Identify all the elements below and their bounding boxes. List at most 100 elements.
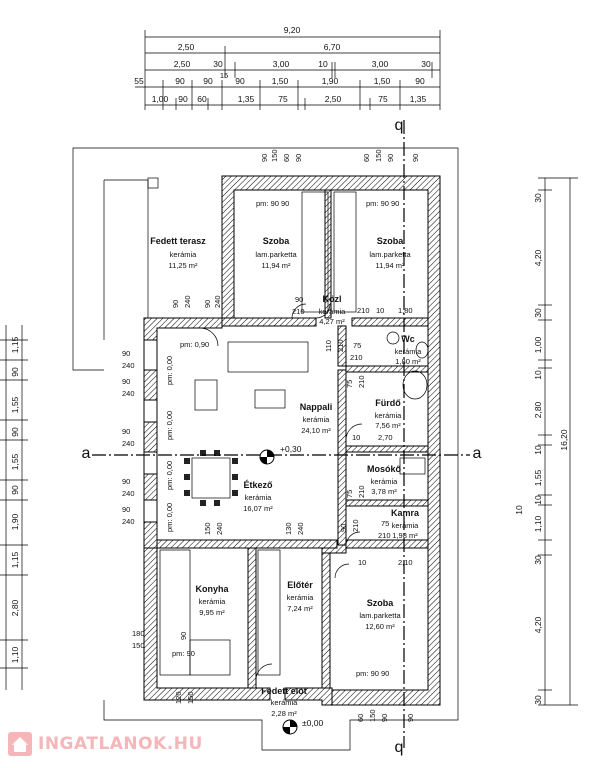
room-nappali-area: 24,10 m² [301, 426, 331, 435]
room-szoba-2-area: 11,94 m² [375, 261, 405, 270]
ann-top-1: 90 [260, 154, 269, 162]
room-konyha-area: 9,95 m² [199, 608, 225, 617]
ann-left-90-3: 90 [122, 427, 130, 436]
ann-pm-090: pm: 0,90 [180, 340, 209, 349]
dim-right-4: 1,00 [533, 336, 543, 353]
section-mark-a-left: a [82, 445, 91, 462]
ann-left-90-5: 90 [122, 505, 130, 514]
dim-top-5-3: 60 [197, 94, 207, 104]
dim-right-11: 30 [533, 555, 543, 565]
dim-top-2-1: 2,50 [178, 42, 195, 52]
ann-210-nappali: 210 [336, 339, 345, 352]
dim-right-10: 1,10 [533, 515, 543, 532]
dim-right-3: 30 [533, 308, 543, 318]
room-kamra-name: Kamra [391, 508, 420, 518]
ann-moso-75: 75 [345, 490, 354, 498]
dim-top-3-1: 2,50 [174, 59, 191, 69]
dim-right-13: 30 [533, 695, 543, 705]
ann-bot-150b: 150 [368, 709, 377, 722]
ann-terasz-3: 90 [203, 300, 212, 308]
watermark: INGATLANOK.HU [8, 731, 208, 757]
ann-bot-60: 60 [356, 714, 365, 722]
level-entry: ±0,00 [302, 718, 323, 728]
room-eloter-name: Előtér [287, 580, 313, 590]
room-szoba-1-name: Szoba [263, 236, 290, 246]
dim-top-5-4: 1,35 [238, 94, 255, 104]
dim-left-8: 1,15 [10, 551, 20, 568]
room-mosoko-name: Mosókő [367, 464, 402, 474]
dim-right-total: 16,20 [559, 429, 569, 451]
ann-top-8: 90 [411, 154, 420, 162]
ann-left-90-4: 90 [122, 477, 130, 486]
dim-total-width: 9,20 [284, 25, 301, 35]
ann-pm-szoba1: pm: 90 90 [256, 199, 289, 208]
ann-konyha-150: 150 [203, 522, 212, 535]
ann-bot-90b: 90 [406, 714, 415, 722]
room-szoba-2-name: Szoba [377, 236, 404, 246]
room-kozl-area: 4,27 m² [319, 317, 345, 326]
ann-szoba3-10: 10 [358, 558, 366, 567]
room-fedett-terasz-material: kerámia [170, 250, 198, 259]
dim-right-6: 2,80 [533, 401, 543, 418]
room-wc-area: 1,80 m² [395, 357, 421, 366]
dim-top-4-4: 90 [235, 76, 245, 86]
room-fedett-elot-area: 2,28 m² [271, 709, 297, 718]
room-wc-name: Wc [401, 334, 415, 344]
room-konyha-name: Konyha [195, 584, 229, 594]
ann-left-240-5: 240 [122, 517, 135, 526]
dim-top-5-6: 2,50 [325, 94, 342, 104]
room-etkezo-area: 16,07 m² [243, 504, 273, 513]
dim-left-9: 2,80 [10, 599, 20, 616]
ann-konyha-180: 180 [132, 629, 145, 638]
dim-left-1: 1,15 [10, 336, 20, 353]
ann-wc-210: 210 [350, 353, 363, 362]
dim-top-small: 15 [220, 71, 228, 80]
room-fedett-elot-material: kerámia [271, 698, 299, 707]
level-main: +0,30 [280, 444, 302, 454]
dim-top-5-1: 1,00 [152, 94, 169, 104]
room-labels: Fedett terasz kerámia 11,25 m² Szoba lam… [150, 236, 422, 718]
section-mark-q-bottom: q [395, 739, 404, 756]
dim-top-3-6: 30 [421, 59, 431, 69]
dim-top-4-7: 1,50 [374, 76, 391, 86]
ann-left-240-3: 240 [122, 439, 135, 448]
room-furdo-material: kerámia [375, 411, 403, 420]
dim-top-5-5: 75 [278, 94, 288, 104]
room-szoba-2-material: lam.parketta [369, 250, 411, 259]
ann-terasz-1: 90 [171, 300, 180, 308]
room-fedett-elot-name: Fedett előt [261, 686, 307, 696]
ann-180: 1,80 [398, 306, 413, 315]
ann-top-7: 90 [386, 154, 395, 162]
opening-annotations: 90 150 60 90 60 150 90 90 pm: 90 90 pm: … [122, 149, 420, 722]
dim-left-2: 90 [10, 367, 20, 377]
dim-top-4-2: 90 [175, 76, 185, 86]
level-markers: +0,30 ±0,00 [259, 444, 323, 735]
room-wc-material: kerámia [395, 347, 423, 356]
ann-left-240-4: 240 [122, 489, 135, 498]
room-fedett-terasz-name: Fedett terasz [150, 236, 206, 246]
dim-left-7: 1,90 [10, 513, 20, 530]
dim-left-5: 1,55 [10, 453, 20, 470]
ann-kamra-210: 210 [378, 531, 391, 540]
room-mosoko-material: kerámia [371, 477, 399, 486]
ann-top-4: 90 [294, 154, 303, 162]
dim-right-9: 10 [533, 495, 543, 505]
ann-pm-000-2: pm: 0,00 [165, 411, 174, 440]
room-etkezo-name: Étkező [243, 480, 273, 490]
ann-left-240-1: 240 [122, 361, 135, 370]
ann-kozl-90: 90 [295, 295, 303, 304]
dim-right-12: 4,20 [533, 616, 543, 633]
dim-right-2: 4,20 [533, 249, 543, 266]
top-dimensions: 9,20 2,50 6,70 2,50 30 3,00 10 3,00 30 1… [134, 25, 441, 110]
dim-top-4-1: 55 [134, 76, 144, 86]
room-szoba-1-material: lam.parketta [255, 250, 297, 259]
ann-etkezo-210: 210 [351, 519, 360, 532]
room-eloter-material: kerámia [287, 593, 315, 602]
dim-top-4-8: 90 [415, 76, 425, 86]
room-szoba-3-area: 12,60 m² [365, 622, 395, 631]
ann-kamra-75: 75 [381, 519, 389, 528]
ann-eloter-130: 130 [284, 522, 293, 535]
left-dimensions: 1,15 90 1,55 90 1,55 90 1,90 1,15 2,80 1… [0, 325, 28, 690]
ann-top-3: 60 [282, 154, 291, 162]
ann-konyha-240: 240 [215, 522, 224, 535]
